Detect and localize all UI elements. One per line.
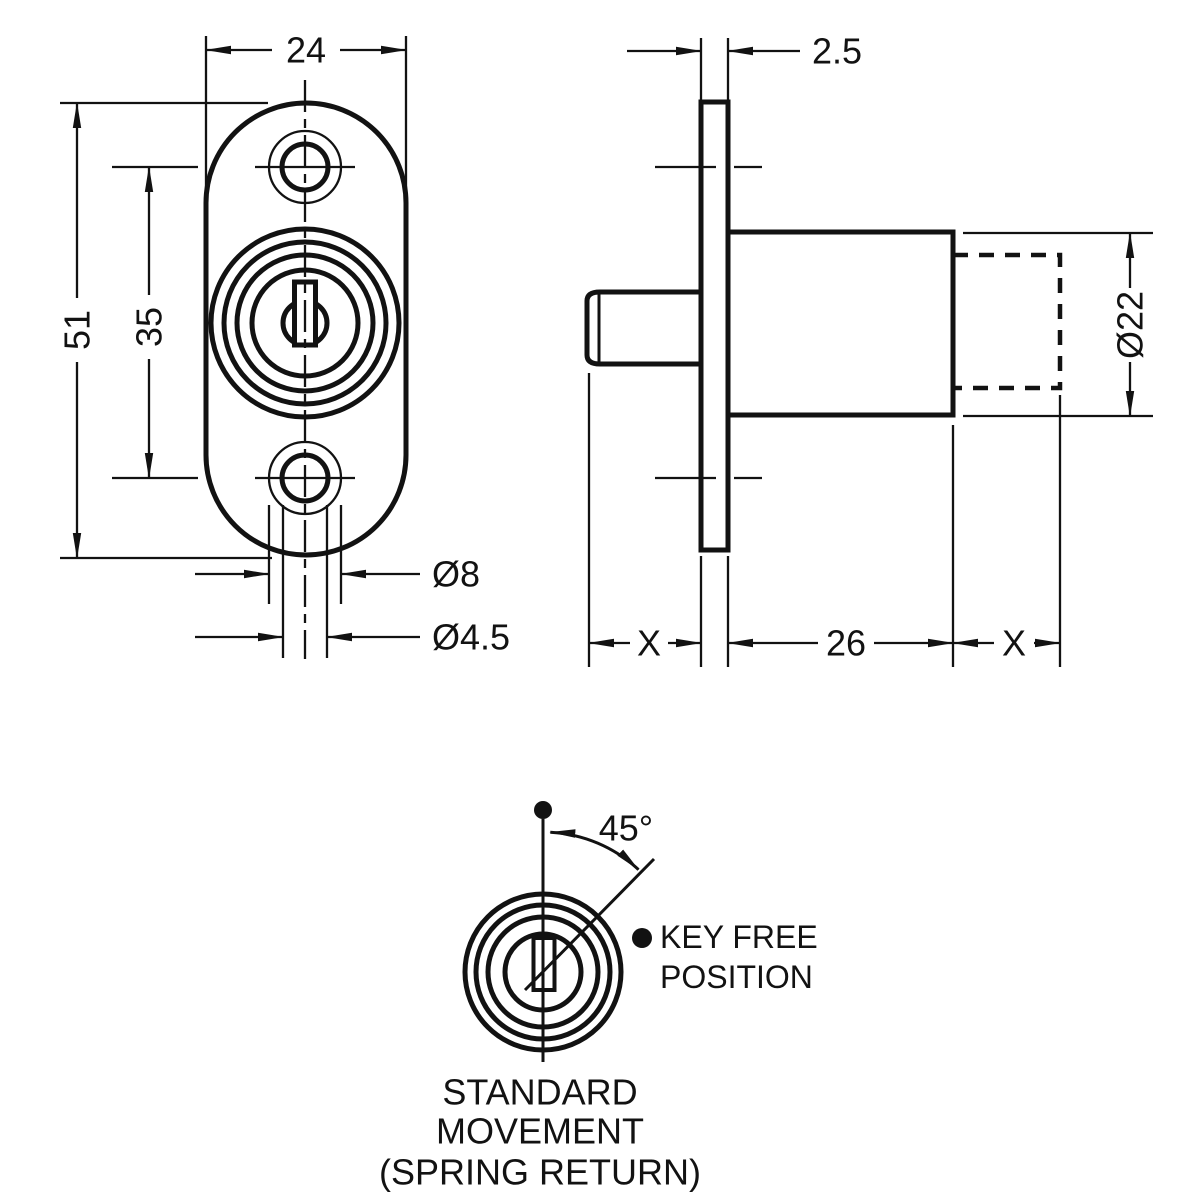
- key-free-label-line1: KEY FREE: [660, 919, 818, 955]
- plunger-pin: [584, 289, 701, 367]
- dim-hole-inner-dia: Ø4.5: [195, 505, 510, 658]
- dim-hole-outer-dia: Ø8: [195, 505, 480, 604]
- dim-body-length: 26: [727, 623, 954, 664]
- hole-inner-dia-label: Ø4.5: [432, 617, 510, 658]
- rotation-arc: [549, 829, 640, 871]
- side-view: 2.5 Ø22 X 26: [584, 31, 1153, 667]
- pin-protrusion-label: X: [637, 623, 661, 664]
- front-height-label: 51: [57, 310, 98, 350]
- dim-front-height: 51: [57, 101, 272, 560]
- dim-flange-thickness: 2.5: [627, 31, 862, 100]
- dim-front-width: 24: [204, 30, 408, 212]
- angle-label: 45°: [599, 808, 653, 849]
- movement-caption: STANDARD MOVEMENT (SPRING RETURN): [379, 1072, 701, 1193]
- hole-outer-dia-label: Ø8: [432, 554, 480, 595]
- dim-bottom-row: X 26 X: [587, 373, 1062, 667]
- key-free-bullet: [632, 928, 652, 948]
- caption-line2: MOVEMENT: [436, 1111, 644, 1152]
- side-centerlines: [655, 165, 762, 480]
- dim-hole-spacing: 35: [112, 165, 198, 480]
- flange-thickness-label: 2.5: [812, 31, 862, 72]
- front-view: 24 51 35 Ø8: [57, 30, 510, 659]
- caption-line3: (SPRING RETURN): [379, 1152, 701, 1193]
- flange-plate: [698, 99, 731, 553]
- body-length-label: 26: [826, 623, 866, 664]
- dim-travel: X: [952, 623, 1061, 664]
- dim-pin-protrusion: X: [588, 623, 702, 664]
- travel-dashed-outline: [953, 252, 1063, 391]
- rotation-start-dot: [534, 801, 552, 819]
- travel-label: X: [1002, 623, 1026, 664]
- caption-line1: STANDARD: [442, 1072, 637, 1113]
- rotated-key-line: [523, 857, 656, 992]
- body-dia-label: Ø22: [1110, 291, 1151, 359]
- lock-body: [725, 229, 956, 418]
- key-free-label-line2: POSITION: [660, 959, 813, 995]
- hole-spacing-label: 35: [129, 307, 170, 347]
- dim-body-diameter: Ø22: [963, 231, 1153, 418]
- front-width-label: 24: [286, 30, 326, 71]
- movement-diagram: 45° KEY FREE POSITION STANDARD MOVEMENT …: [379, 801, 818, 1193]
- key-free-position-annotation: KEY FREE POSITION: [632, 919, 818, 995]
